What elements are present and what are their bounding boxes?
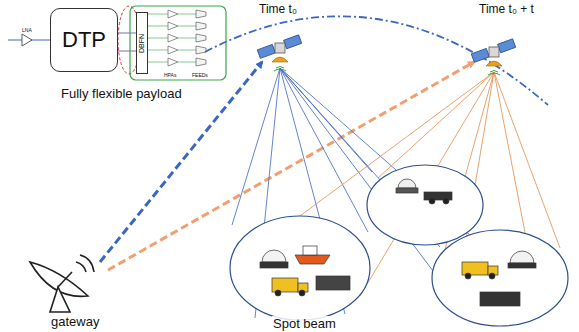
region-label: Spot beam: [272, 316, 337, 331]
time-label: Time t₀: [258, 2, 298, 16]
node-label: DTP: [62, 27, 106, 53]
signal-connector: [118, 33, 136, 51]
processor-box: DTP: [50, 8, 118, 72]
beamformer-box: DBFN: [136, 12, 148, 74]
component-label: FEEDs: [192, 72, 208, 78]
node-caption: gateway: [50, 314, 100, 329]
component-label: LNA: [22, 27, 32, 33]
component-label: HPAs: [164, 72, 176, 78]
time-label: Time t₀ + t: [478, 2, 535, 16]
node-label: DBFN: [139, 33, 146, 52]
caption-label: Fully flexible payload: [60, 86, 183, 101]
